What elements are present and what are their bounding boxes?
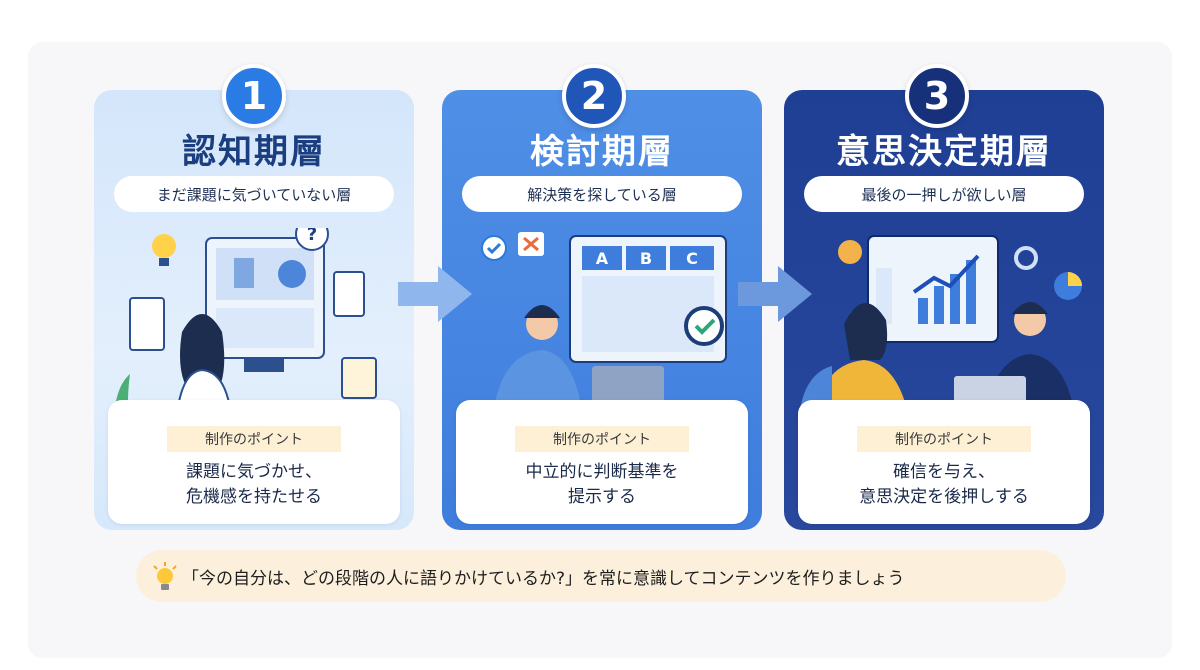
point-line-2: 提示する <box>568 487 636 507</box>
footer-text: 「今の自分は、どの段階の人に語りかけているか?」を常に意識してコンテンツを作りま… <box>182 568 905 589</box>
lightbulb-icon <box>152 234 176 258</box>
point-text: 中立的に判断基準を 提示する <box>456 460 748 510</box>
stage-card-decision: 意思決定期層 最後の一押しが欲しい層 制作のポイント 確信を与え、 意思決定を後… <box>784 90 1104 530</box>
consideration-illustration: A B C <box>481 232 727 424</box>
point-line-2: 意思決定を後押しする <box>859 487 1029 507</box>
arrow-right-icon <box>398 266 472 322</box>
stage-card-consideration: 検討期層 解決策を探している層 A B C 制作のポイント 中立的に判断基準を … <box>442 90 762 530</box>
stage-number-badge-1: 1 <box>222 64 286 128</box>
question-icon <box>295 228 329 251</box>
point-text: 課題に気づかせ、 危機感を持たせる <box>108 460 400 510</box>
magnifier-icon <box>684 306 724 346</box>
point-line-2: 危機感を持たせる <box>186 487 322 507</box>
svg-text:?: ? <box>307 228 317 245</box>
stage-number-badge-3: 3 <box>905 64 969 128</box>
footer-tip: 「今の自分は、どの段階の人に語りかけているか?」を常に意識してコンテンツを作りま… <box>136 550 1066 602</box>
point-label: 制作のポイント <box>857 426 1031 452</box>
production-point-box: 制作のポイント 確信を与え、 意思決定を後押しする <box>798 400 1090 524</box>
stage-number-badge-2: 2 <box>562 64 626 128</box>
stage-card-awareness: 認知期層 まだ課題に気づいていない層 ? 制作のポイント 課題に気づかせ、 危機… <box>94 90 414 530</box>
stage-subtitle-pill: 解決策を探している層 <box>462 176 742 212</box>
production-point-box: 制作のポイント 中立的に判断基準を 提示する <box>456 400 748 524</box>
stage-subtitle-pill: まだ課題に気づいていない層 <box>114 176 394 212</box>
point-label: 制作のポイント <box>515 426 689 452</box>
lightbulb-icon <box>153 562 177 590</box>
point-line-1: 確信を与え、 <box>893 462 995 482</box>
table-header-a: A <box>596 249 609 268</box>
point-line-1: 課題に気づかせ、 <box>186 462 322 482</box>
arrow-right-icon <box>738 266 812 322</box>
point-line-1: 中立的に判断基準を <box>525 462 679 482</box>
table-header-b: B <box>640 249 652 268</box>
awareness-illustration: ? <box>114 228 377 424</box>
production-point-box: 制作のポイント 課題に気づかせ、 危機感を持たせる <box>108 400 400 524</box>
point-label: 制作のポイント <box>167 426 341 452</box>
gear-icon <box>1014 246 1038 270</box>
stage-title: 認知期層 <box>182 132 326 172</box>
decision-illustration <box>798 235 1082 424</box>
stage-title: 検討期層 <box>530 132 674 172</box>
stage-title: 意思決定期層 <box>836 132 1052 172</box>
stage-subtitle-pill: 最後の一押しが欲しい層 <box>804 176 1084 212</box>
point-text: 確信を与え、 意思決定を後押しする <box>798 460 1090 510</box>
table-header-c: C <box>686 249 698 268</box>
